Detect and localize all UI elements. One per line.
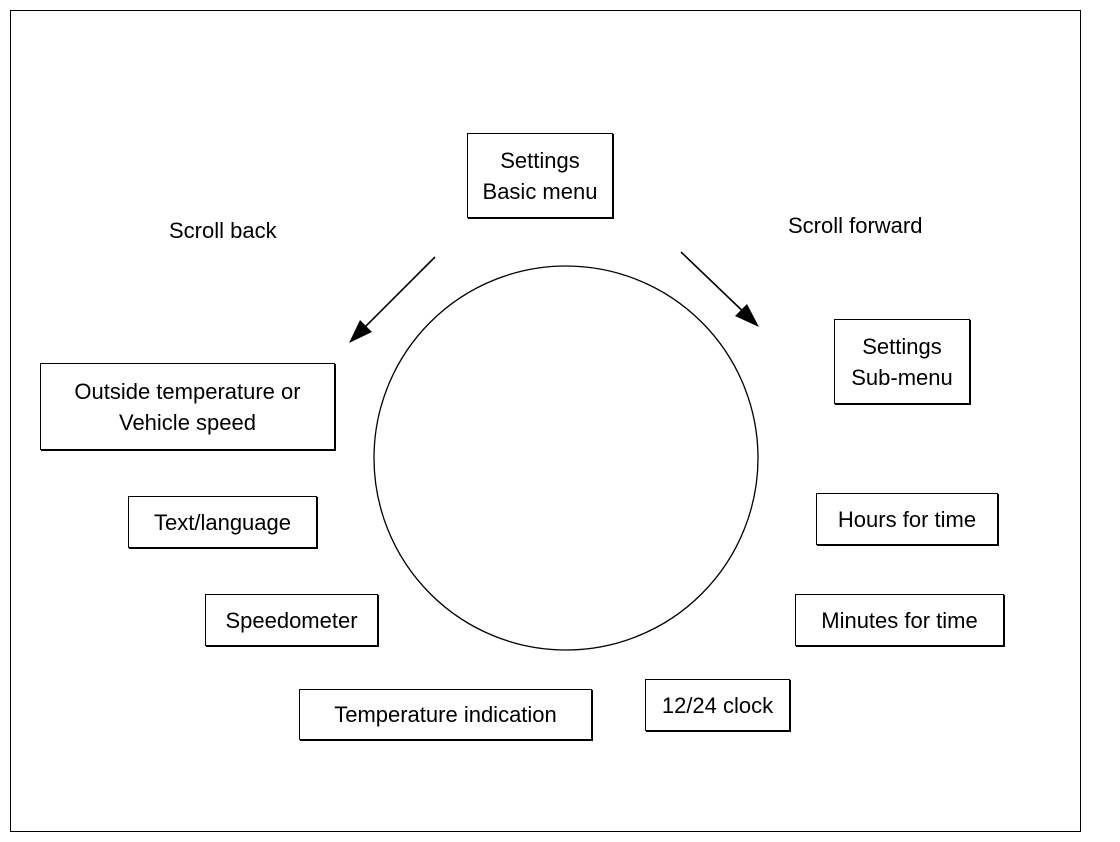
node-outside-temperature-line2: Vehicle speed [118,409,256,435]
node-minutes-for-time-label: Minutes for time [821,607,978,633]
node-12-24-clock-label: 12/24 clock [661,692,774,718]
node-settings-basic-menu: Settings Basic menu [467,133,613,218]
node-temperature-indication: Temperature indication [299,689,592,740]
node-speedometer-label: Speedometer [225,607,358,633]
scroll-back-arrow [349,256,436,343]
node-speedometer: Speedometer [205,594,378,646]
node-text-language: Text/language [128,496,317,548]
node-settings-sub-menu: Settings Sub-menu [834,319,970,404]
node-text-language-label: Text/language [154,509,291,535]
node-minutes-for-time: Minutes for time [795,594,1004,646]
node-outside-temperature-line1: Outside temperature or [74,378,301,404]
node-settings-basic-menu-line1: Settings [500,147,580,173]
node-temperature-indication-label: Temperature indication [334,702,557,727]
node-settings-basic-menu-line2: Basic menu [482,178,598,204]
node-hours-for-time-label: Hours for time [837,506,977,532]
menu-cycle-circle [373,265,759,651]
scroll-forward-arrow [680,251,759,327]
node-hours-for-time: Hours for time [816,493,998,545]
node-settings-sub-menu-line2: Sub-menu [851,364,953,390]
scroll-forward-label: Scroll forward [788,213,923,238]
node-12-24-clock: 12/24 clock [645,679,790,731]
diagram-frame [10,10,1081,832]
node-outside-temperature: Outside temperature or Vehicle speed [40,363,335,450]
node-settings-sub-menu-line1: Settings [862,333,942,359]
scroll-back-label: Scroll back [169,218,277,243]
